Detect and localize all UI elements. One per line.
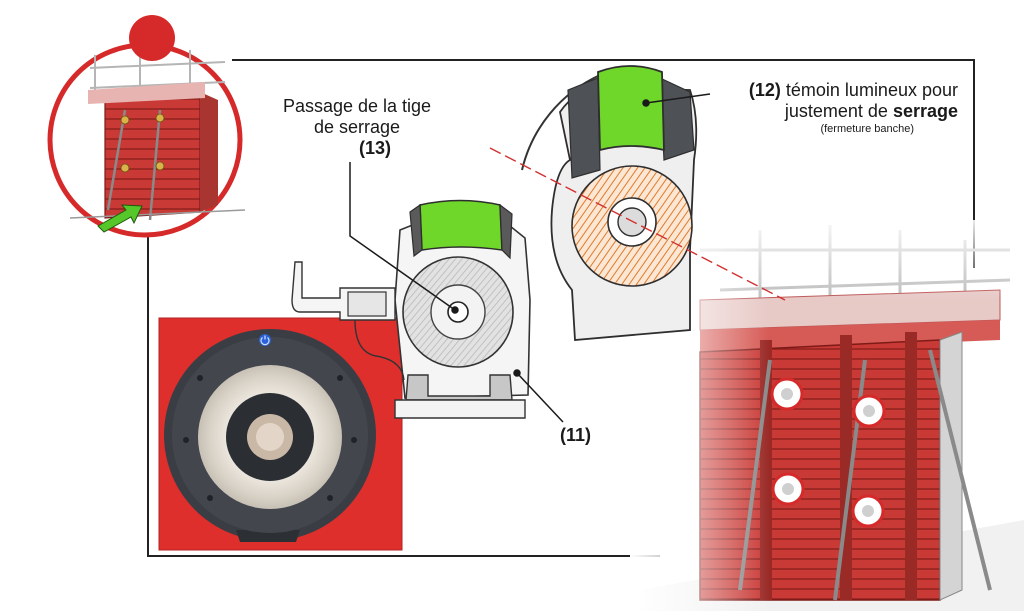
inset-badge <box>129 15 175 61</box>
device-photo <box>158 317 403 551</box>
axis-guide-line <box>489 147 786 301</box>
tensioner-marker <box>851 494 885 528</box>
green-arrow-icon <box>97 204 143 233</box>
formwork-panel-illustration <box>630 220 1024 611</box>
leader-lines <box>349 93 711 423</box>
tensioner-marker <box>770 377 804 411</box>
label-temoin-number: (12) <box>748 80 781 100</box>
power-icon <box>259 334 271 346</box>
label-passage-number: (13) <box>358 138 391 158</box>
label-temoin-text2-bold: serrage <box>892 101 958 121</box>
tensioner-exploded-sketch <box>521 65 698 341</box>
label-temoin-text2: justement de <box>784 101 888 121</box>
label-passage-line2: de serrage <box>313 117 401 137</box>
label-temoin-lumineux: (12) témoin lumineux pour justement de s… <box>712 80 958 136</box>
label-temoin-note: (fermeture banche) <box>820 123 914 135</box>
frame-outline-bottom <box>147 230 660 557</box>
label-housing-number: (11) <box>560 425 592 445</box>
frame-outline <box>232 59 975 268</box>
tensioner-sketch <box>291 199 531 419</box>
overview-inset <box>47 42 246 238</box>
label-passage-tige: Passage de la tige de serrage (13) <box>262 96 452 159</box>
tensioner-marker <box>771 472 805 506</box>
label-temoin-text1: témoin lumineux pour <box>785 80 958 100</box>
label-passage-line1: Passage de la tige <box>282 96 432 116</box>
tensioner-marker <box>852 394 886 428</box>
